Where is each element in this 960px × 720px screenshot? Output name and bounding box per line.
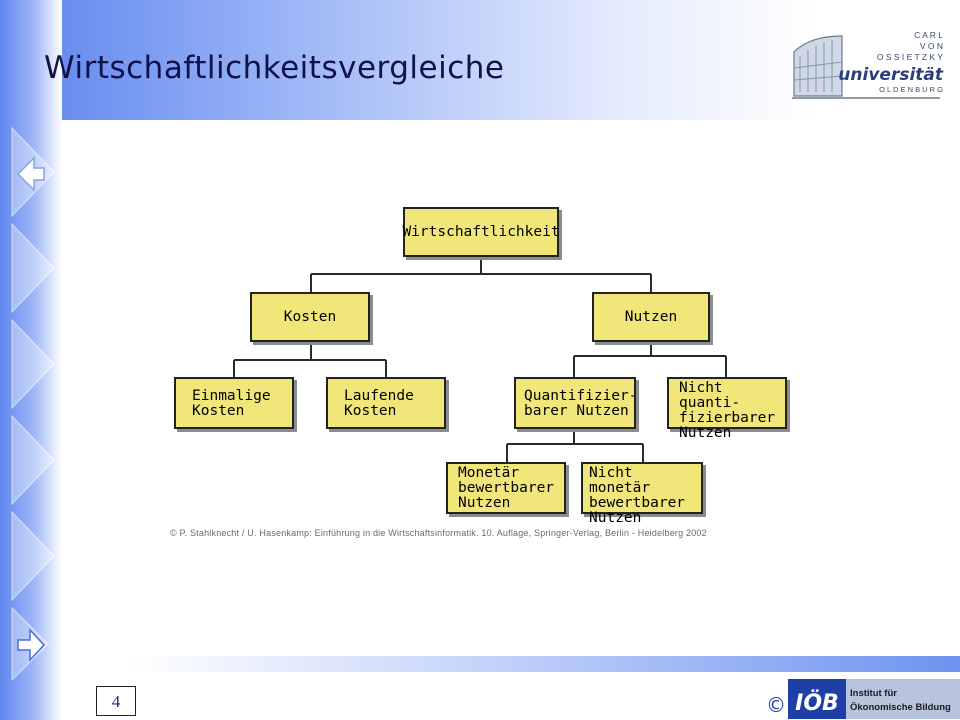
ioeb-abbreviation: IÖB — [795, 690, 839, 716]
node-label: Kosten — [283, 308, 337, 325]
node-label: Nutzen — [624, 308, 678, 325]
node-label: Monetär bewertbarer Nutzen — [458, 465, 555, 511]
page-number: 4 — [96, 686, 136, 716]
logo-line-ossietzky: O S S I E T Z K Y — [877, 52, 943, 62]
institute-logo: © IÖB Institut für Ökonomische Bildung — [766, 679, 960, 719]
footer-band — [130, 656, 960, 672]
university-building-icon — [792, 35, 940, 99]
institute-name-line2: Ökonomische Bildung — [850, 702, 951, 713]
node-label: Nicht quanti- fizierbarer Nutzen — [679, 380, 776, 441]
node-nicht-monetaer-bewertbarer-nutzen: Nicht monetär bewertbarer Nutzen — [581, 462, 703, 526]
node-label: Einmalige Kosten — [192, 388, 271, 419]
copyright-symbol: © — [766, 693, 786, 717]
logo-line-von: V O N — [920, 41, 943, 51]
source-credit: © P. Stahlknecht / U. Hasenkamp: Einführ… — [170, 528, 707, 538]
node-wirtschaftlichkeit: Wirtschaftlichkeit — [402, 207, 560, 257]
node-label: Wirtschaftlichkeit — [402, 223, 560, 240]
node-label: Laufende Kosten — [344, 388, 414, 419]
node-monetaer-bewertbarer-nutzen: Monetär bewertbarer Nutzen — [446, 462, 566, 514]
institute-name-block — [846, 679, 960, 719]
logo-line-carl: C A R L — [914, 30, 943, 40]
university-logo: C A R L V O N O S S I E T Z K Y universi… — [792, 30, 944, 99]
slide-title: Wirtschaftlichkeitsvergleiche — [44, 50, 505, 86]
left-sidebar-background — [0, 0, 62, 720]
node-laufende-kosten: Laufende Kosten — [326, 377, 446, 429]
nav-previous-arrow-icon[interactable] — [16, 156, 45, 192]
institute-name-line1: Institut für — [850, 688, 897, 699]
node-quantifizierbarer-nutzen: Quantifizier- barer Nutzen — [514, 377, 638, 429]
node-nicht-quantifizierbarer-nutzen: Nicht quanti- fizierbarer Nutzen — [667, 377, 787, 441]
navigation-strip — [11, 126, 55, 680]
logo-line-oldenburg: O L D E N B U R G — [879, 85, 943, 94]
ioeb-logo-block — [788, 679, 846, 719]
logo-university-name: universität — [838, 65, 944, 85]
nav-chevron-icon — [11, 126, 55, 218]
nav-chevron-icon — [11, 414, 55, 506]
nav-next-arrow-icon[interactable] — [17, 628, 46, 662]
node-einmalige-kosten: Einmalige Kosten — [174, 377, 294, 429]
nav-chevron-icon — [11, 510, 55, 602]
node-nutzen: Nutzen — [592, 292, 710, 342]
nav-chevron-icon — [11, 222, 55, 314]
node-label: Nicht monetär bewertbarer Nutzen — [589, 465, 686, 526]
node-label: Quantifizier- barer Nutzen — [524, 388, 638, 419]
nav-chevron-icon — [11, 318, 55, 410]
node-kosten: Kosten — [250, 292, 370, 342]
